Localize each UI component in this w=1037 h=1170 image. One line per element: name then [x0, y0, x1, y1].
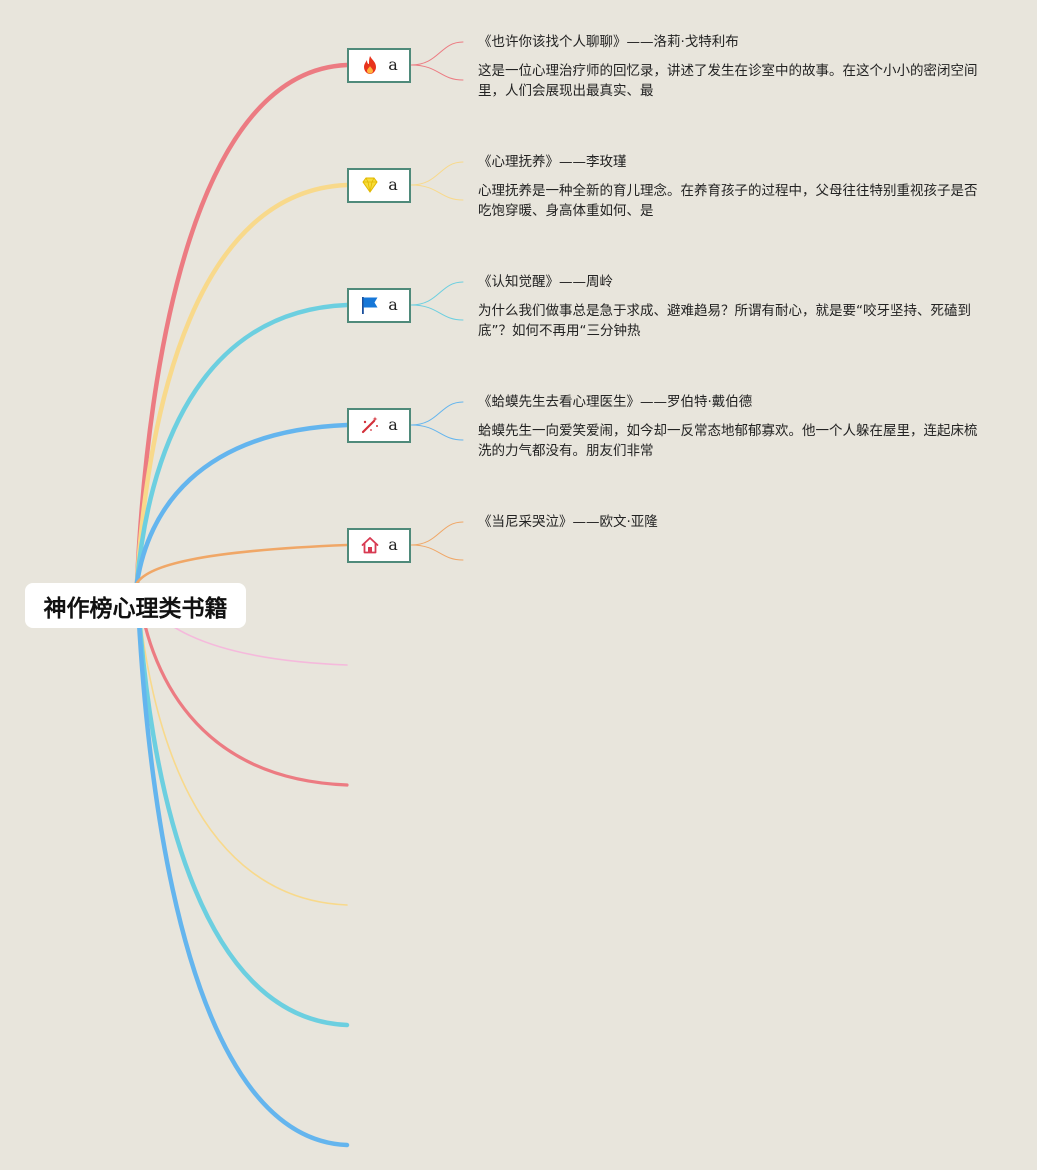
- branch-topic[interactable]: a: [347, 287, 411, 323]
- branch-connector: [134, 182, 350, 586]
- branch-connector: [134, 422, 350, 586]
- branch-topic-label: a: [388, 55, 398, 74]
- branch-topic-label: a: [388, 295, 398, 314]
- leaf-connector: [410, 401, 464, 426]
- fire-icon: [360, 55, 380, 75]
- leaf-connector: [410, 544, 464, 561]
- root-topic[interactable]: 神作榜心理类书籍: [25, 583, 246, 628]
- branch-topic[interactable]: a: [347, 527, 411, 563]
- leaf-connector: [410, 41, 464, 66]
- magic-wand-icon: [360, 415, 380, 435]
- branch-connector: [134, 62, 350, 586]
- leaf-connector: [410, 521, 464, 546]
- branch-topic-label: a: [388, 175, 398, 194]
- root-topic-label: 神作榜心理类书籍: [43, 595, 228, 622]
- flag-icon: [360, 295, 380, 315]
- leaf-connector: [410, 161, 464, 186]
- book-title[interactable]: 《当尼采哭泣》——欧文·亚隆: [478, 514, 658, 530]
- empty-branch-connector: [136, 582, 348, 906]
- book-title[interactable]: 《心理抚养》——李玫瑾: [478, 154, 627, 170]
- book-description[interactable]: 心理抚养是一种全新的育儿理念。在养育孩子的过程中，父母往往特别重视孩子是否吃饱穿…: [478, 183, 978, 219]
- book-title[interactable]: 《认知觉醒》——周岭: [478, 274, 613, 290]
- book-description[interactable]: 为什么我们做事总是急于求成、避难趋易？所谓有耐心，就是要“咬牙坚持、死磕到底”？…: [478, 303, 971, 339]
- diamond-icon: [360, 175, 380, 195]
- branch-connector: [134, 302, 350, 586]
- home-icon: [360, 535, 380, 555]
- leaf-connector: [410, 304, 464, 321]
- branch-connector: [135, 543, 349, 585]
- book-description[interactable]: 这是一位心理治疗师的回忆录，讲述了发生在诊室中的故事。在这个小小的密闭空间里，人…: [478, 63, 978, 99]
- leaf-connector: [410, 64, 464, 81]
- leaf-connector: [410, 281, 464, 306]
- empty-branch-connector: [134, 580, 350, 1148]
- book-description[interactable]: 蛤蟆先生一向爱笑爱闹，如今却一反常态地郁郁寡欢。他一个人躲在屋里，连起床梳洗的力…: [478, 423, 978, 459]
- leaf-connector: [410, 424, 464, 441]
- branch-topic[interactable]: a: [347, 47, 411, 83]
- branch-topic-label: a: [388, 415, 398, 434]
- book-title[interactable]: 《也许你该找个人聊聊》——洛莉·戈特利布: [478, 34, 739, 50]
- branch-topic[interactable]: a: [347, 407, 411, 443]
- branch-topic[interactable]: a: [347, 167, 411, 203]
- branch-topic-label: a: [388, 535, 398, 554]
- book-title[interactable]: 《蛤蟆先生去看心理医生》——罗伯特·戴伯德: [478, 394, 753, 410]
- empty-branch-connector: [134, 580, 350, 1028]
- leaf-connector: [410, 184, 464, 201]
